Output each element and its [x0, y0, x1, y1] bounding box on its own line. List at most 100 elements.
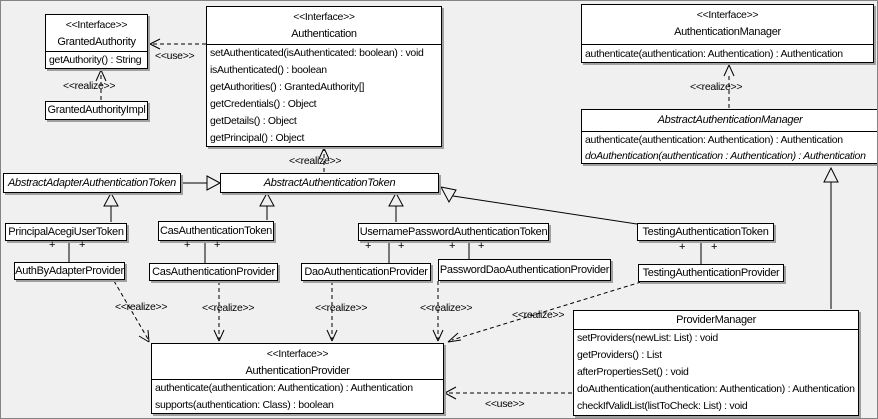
- realize-label: <<realize>>: [690, 81, 743, 93]
- method: getAuthorities() : GrantedAuthority[]: [210, 81, 365, 93]
- class-principal-acegi-user-token[interactable]: PrincipalAcegiUserToken: [5, 223, 127, 241]
- methods: authenticate(authentication: Authenticat…: [582, 132, 877, 164]
- class-name: AuthenticationManager: [674, 26, 781, 38]
- method: getDetails() : Object: [210, 115, 297, 127]
- open-arrow-icon: [723, 64, 735, 77]
- stereotype: <<Interface>>: [65, 19, 128, 31]
- class-name: PrincipalAcegiUserToken: [8, 226, 124, 238]
- realize-label: <<realize>>: [63, 80, 116, 92]
- class-granted-authority-impl[interactable]: GrantedAuthorityImpl: [45, 101, 148, 120]
- plus-mark: +: [711, 241, 718, 253]
- triangle-arrow-icon: [103, 191, 119, 207]
- method: isAuthenticated() : boolean: [210, 64, 327, 76]
- methods: authenticate(authentication: Authenticat…: [582, 45, 873, 63]
- class-abstract-authentication-token[interactable]: AbstractAuthenticationToken: [220, 173, 439, 193]
- methods: setProviders(newList: List) : void getPr…: [574, 330, 858, 415]
- stereotype: <<Interface>>: [293, 11, 355, 23]
- plus-mark: +: [679, 241, 686, 253]
- class-name: ProviderManager: [676, 314, 756, 326]
- realize-label: <<realize>>: [115, 301, 168, 313]
- stereotype: <<Interface>>: [696, 9, 759, 21]
- class-provider-manager[interactable]: ProviderManager setProviders(newList: Li…: [573, 310, 859, 416]
- use-label: <<use>>: [485, 398, 525, 410]
- realize-label: <<realize>>: [420, 302, 473, 314]
- class-header: AbstractAuthenticationManager: [582, 110, 877, 132]
- plus-mark: +: [478, 240, 485, 252]
- class-name: GrantedAuthority: [57, 36, 136, 48]
- method: getPrincipal() : Object: [210, 132, 305, 144]
- plus-mark: +: [49, 239, 56, 251]
- method: getAuthority() : String: [49, 54, 142, 66]
- generalization-line-testing-token: [452, 195, 638, 225]
- class-password-dao-authentication-provider[interactable]: PasswordDaoAuthenticationProvider: [438, 259, 611, 281]
- realize-line-testingprovider: [451, 281, 642, 341]
- class-authentication-provider[interactable]: <<Interface>> AuthenticationProvider aut…: [151, 343, 444, 414]
- plus-mark: +: [398, 240, 405, 252]
- class-name: UsernamePasswordAuthenticationToken: [359, 226, 548, 238]
- class-name: Authentication: [291, 28, 357, 40]
- class-name: AuthenticationProvider: [245, 365, 350, 377]
- triangle-arrow-icon: [440, 186, 457, 204]
- realize-label: <<realize>>: [202, 302, 255, 314]
- method: checkIfValidList(listToCheck: List) : vo…: [577, 400, 748, 412]
- class-name: PasswordDaoAuthenticationProvider: [439, 264, 610, 276]
- class-name: AbstractAuthenticationToken: [263, 177, 396, 189]
- class-name: GrantedAuthorityImpl: [47, 104, 146, 116]
- triangle-arrow-icon: [206, 175, 222, 191]
- class-abstract-authentication-manager[interactable]: AbstractAuthenticationManager authentica…: [581, 109, 877, 164]
- class-auth-by-adapter-provider[interactable]: AuthByAdapterProvider: [14, 262, 125, 280]
- plus-mark: +: [214, 239, 221, 251]
- realize-label: <<realize>>: [315, 302, 368, 314]
- methods: getAuthority() : String: [46, 52, 147, 69]
- methods: authenticate(authentication: Authenticat…: [152, 380, 443, 414]
- open-arrow-icon: [444, 386, 457, 400]
- method: authenticate(authentication: Authenticat…: [585, 134, 843, 146]
- realize-label: <<realize>>: [289, 155, 342, 167]
- class-name: AbstractAuthenticationManager: [657, 114, 803, 126]
- class-name: TestingAuthenticationProvider: [642, 267, 780, 279]
- method: afterPropertiesSet() : void: [577, 366, 689, 378]
- method: doAuthentication(authentication : Authen…: [585, 150, 866, 162]
- class-authentication[interactable]: <<Interface>> Authentication setAuthenti…: [206, 6, 442, 147]
- class-cas-authentication-provider[interactable]: CasAuthenticationProvider: [149, 263, 278, 281]
- plus-mark: +: [449, 240, 456, 252]
- open-arrow-icon: [213, 329, 225, 342]
- class-header: <<Interface>> AuthenticationManager: [582, 5, 873, 45]
- stereotype: <<Interface>>: [266, 348, 329, 360]
- class-name: CasAuthenticationToken: [159, 225, 273, 237]
- class-authentication-manager[interactable]: <<Interface>> AuthenticationManager auth…: [581, 4, 874, 63]
- class-granted-authority[interactable]: <<Interface>> GrantedAuthority getAuthor…: [45, 14, 148, 69]
- class-abstract-adapter-authentication-token[interactable]: AbstractAdapterAuthenticationToken: [3, 173, 181, 193]
- plus-mark: +: [184, 239, 191, 251]
- class-name: AbstractAdapterAuthenticationToken: [8, 177, 176, 189]
- class-name: AuthByAdapterProvider: [15, 265, 124, 277]
- class-name: TestingAuthenticationToken: [642, 226, 769, 238]
- class-username-password-authentication-token[interactable]: UsernamePasswordAuthenticationToken: [358, 223, 549, 241]
- plus-mark: +: [365, 240, 372, 252]
- plus-mark: +: [79, 239, 86, 251]
- open-arrow-icon: [326, 329, 338, 342]
- use-label: <<use>>: [155, 50, 195, 62]
- class-cas-authentication-token[interactable]: CasAuthenticationToken: [158, 221, 274, 241]
- class-header: <<Interface>> Authentication: [207, 7, 441, 45]
- open-arrow-icon: [95, 69, 107, 82]
- method: setAuthenticated(isAuthenticated: boolea…: [210, 47, 424, 59]
- triangle-arrow-icon: [388, 191, 404, 207]
- class-dao-authentication-provider[interactable]: DaoAuthenticationProvider: [301, 263, 431, 281]
- methods: setAuthenticated(isAuthenticated: boolea…: [207, 45, 441, 147]
- class-header: ProviderManager: [574, 311, 858, 330]
- open-arrow-icon: [149, 38, 161, 50]
- class-header: <<Interface>> GrantedAuthority: [46, 15, 147, 52]
- method: setProviders(newList: List) : void: [577, 332, 718, 344]
- method: doAuthentication(authentication: Authent…: [577, 383, 855, 395]
- triangle-arrow-icon: [259, 191, 275, 207]
- class-testing-authentication-provider[interactable]: TestingAuthenticationProvider: [638, 264, 784, 282]
- class-testing-authentication-token[interactable]: TestingAuthenticationToken: [637, 223, 774, 241]
- open-arrow-icon: [138, 329, 150, 343]
- open-arrow-icon: [447, 332, 462, 343]
- class-header: <<Interface>> AuthenticationProvider: [152, 344, 443, 380]
- realize-line-authbyadapterprovider: [113, 280, 149, 340]
- method: getProviders() : List: [577, 349, 662, 361]
